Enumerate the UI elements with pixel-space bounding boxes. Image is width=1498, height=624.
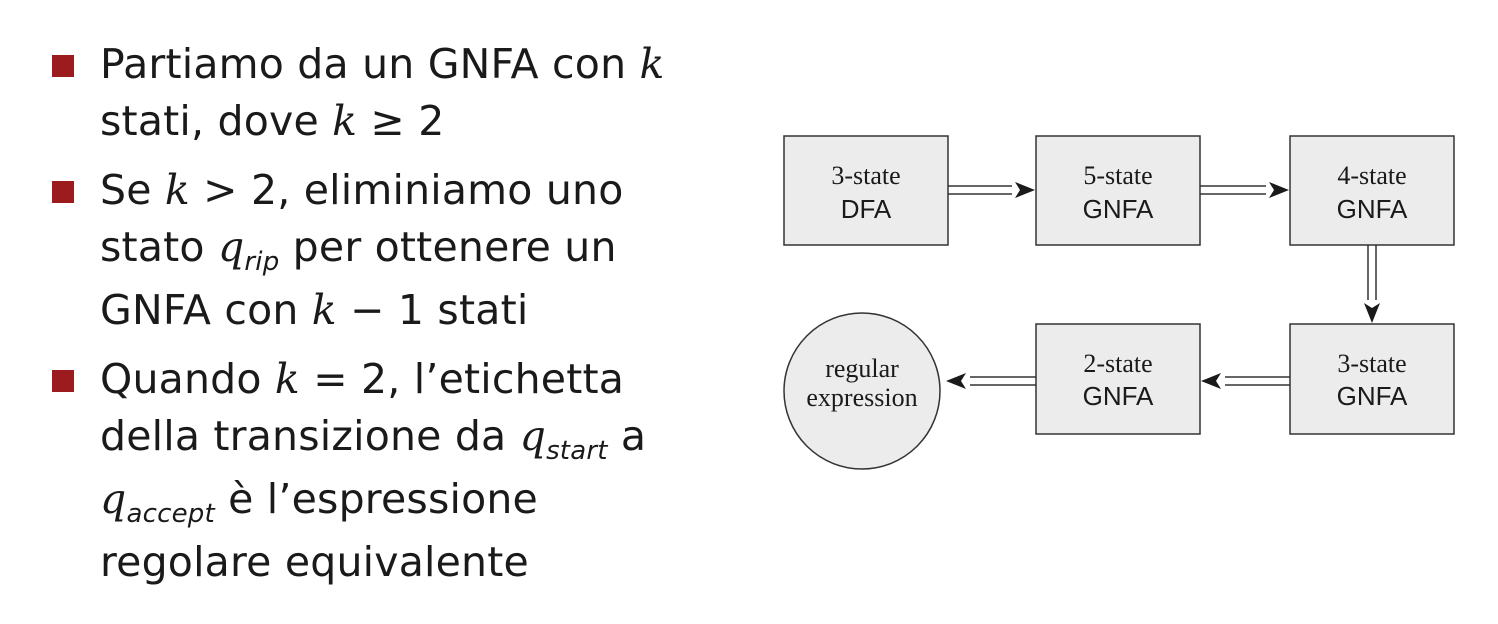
- subscript-accept: accept: [126, 499, 215, 529]
- node-label-line1: 4-state: [1337, 161, 1406, 190]
- node-3-state-dfa: 3-state DFA: [783, 135, 949, 246]
- number-2: 2: [250, 166, 278, 214]
- subscript-rip: rip: [244, 247, 280, 277]
- node-label-line1: 3-state: [1337, 349, 1406, 378]
- eq-symbol: =: [313, 355, 348, 403]
- bullet-3-text-6: regolare equivalente: [100, 538, 529, 586]
- var-k: k: [274, 355, 300, 403]
- bullet-3-text-4: a: [607, 412, 647, 460]
- bullet-item-2: Se k > 2, eliminiamo uno stato qrip per …: [52, 162, 732, 339]
- node-4-state-gnfa: 4-state GNFA: [1289, 135, 1455, 246]
- number-2: 2: [418, 97, 445, 145]
- bullet-3-text-1: Quando: [100, 355, 275, 403]
- node-label-line2: GNFA: [1337, 194, 1408, 224]
- node-3-state-gnfa: 3-state GNFA: [1289, 323, 1455, 435]
- node-label-line2: GNFA: [1337, 381, 1408, 411]
- bullet-square-icon: [52, 55, 74, 77]
- bullet-item-3: Quando k = 2, l’etichetta della transizi…: [52, 351, 732, 591]
- number-1: 1: [397, 286, 425, 334]
- bullet-1-text-1: Partiamo da un GNFA con: [100, 40, 640, 88]
- arrow-gnfa5-to-gnfa4: [1200, 182, 1289, 198]
- bullet-2-text-2: , eliminiamo uno: [277, 166, 624, 214]
- geq-symbol: ≥: [370, 97, 405, 145]
- var-q: q: [217, 223, 245, 271]
- bullet-square-icon: [52, 181, 74, 203]
- bullet-square-icon: [52, 370, 74, 392]
- bullet-2-text-3: stato: [100, 223, 218, 271]
- node-label-line2: expression: [806, 383, 917, 412]
- node-2-state-gnfa: 2-state GNFA: [1035, 323, 1201, 435]
- arrow-gnfa2-to-regex: [946, 373, 1036, 389]
- bullet-3-text-5: è l’espressione: [214, 475, 538, 523]
- var-q: q: [519, 412, 547, 460]
- node-label-line1: 2-state: [1083, 349, 1152, 378]
- arrow-dfa3-to-gnfa5: [948, 182, 1035, 198]
- var-q: q: [100, 475, 127, 523]
- node-label-line2: DFA: [841, 194, 892, 224]
- gt-symbol: >: [203, 166, 238, 214]
- bullet-3-text-2: , l’etichetta: [387, 355, 625, 403]
- bullet-item-1: Partiamo da un GNFA con k stati, dove k …: [52, 36, 732, 150]
- var-k: k: [164, 166, 190, 214]
- node-label-line1: 3-state: [831, 161, 900, 190]
- var-k: k: [639, 40, 665, 88]
- bullet-3-text-3: della transizione da: [100, 412, 520, 460]
- minus-symbol: −: [350, 286, 385, 334]
- bullet-list: Partiamo da un GNFA con k stati, dove k …: [52, 36, 732, 603]
- node-label-line1: 5-state: [1083, 161, 1152, 190]
- arrow-gnfa3-to-gnfa2: [1201, 373, 1290, 389]
- subscript-start: start: [546, 436, 608, 466]
- number-2: 2: [361, 355, 388, 403]
- bullet-2-text-5: GNFA con: [100, 286, 312, 334]
- node-label-line1: regular: [825, 354, 899, 383]
- arrow-gnfa4-to-gnfa3: [1364, 245, 1380, 323]
- node-5-state-gnfa: 5-state GNFA: [1035, 135, 1201, 246]
- bullet-1-text-2: stati, dove: [100, 97, 333, 145]
- node-label-line2: GNFA: [1083, 194, 1154, 224]
- node-regular-expression: regular expression: [783, 312, 941, 470]
- var-k: k: [332, 97, 358, 145]
- bullet-2-text-4: per ottenere un: [279, 223, 617, 271]
- node-label-line2: GNFA: [1083, 381, 1154, 411]
- var-k: k: [311, 286, 337, 334]
- bullet-2-text-6: stati: [424, 286, 529, 334]
- bullet-2-text-1: Se: [100, 166, 165, 214]
